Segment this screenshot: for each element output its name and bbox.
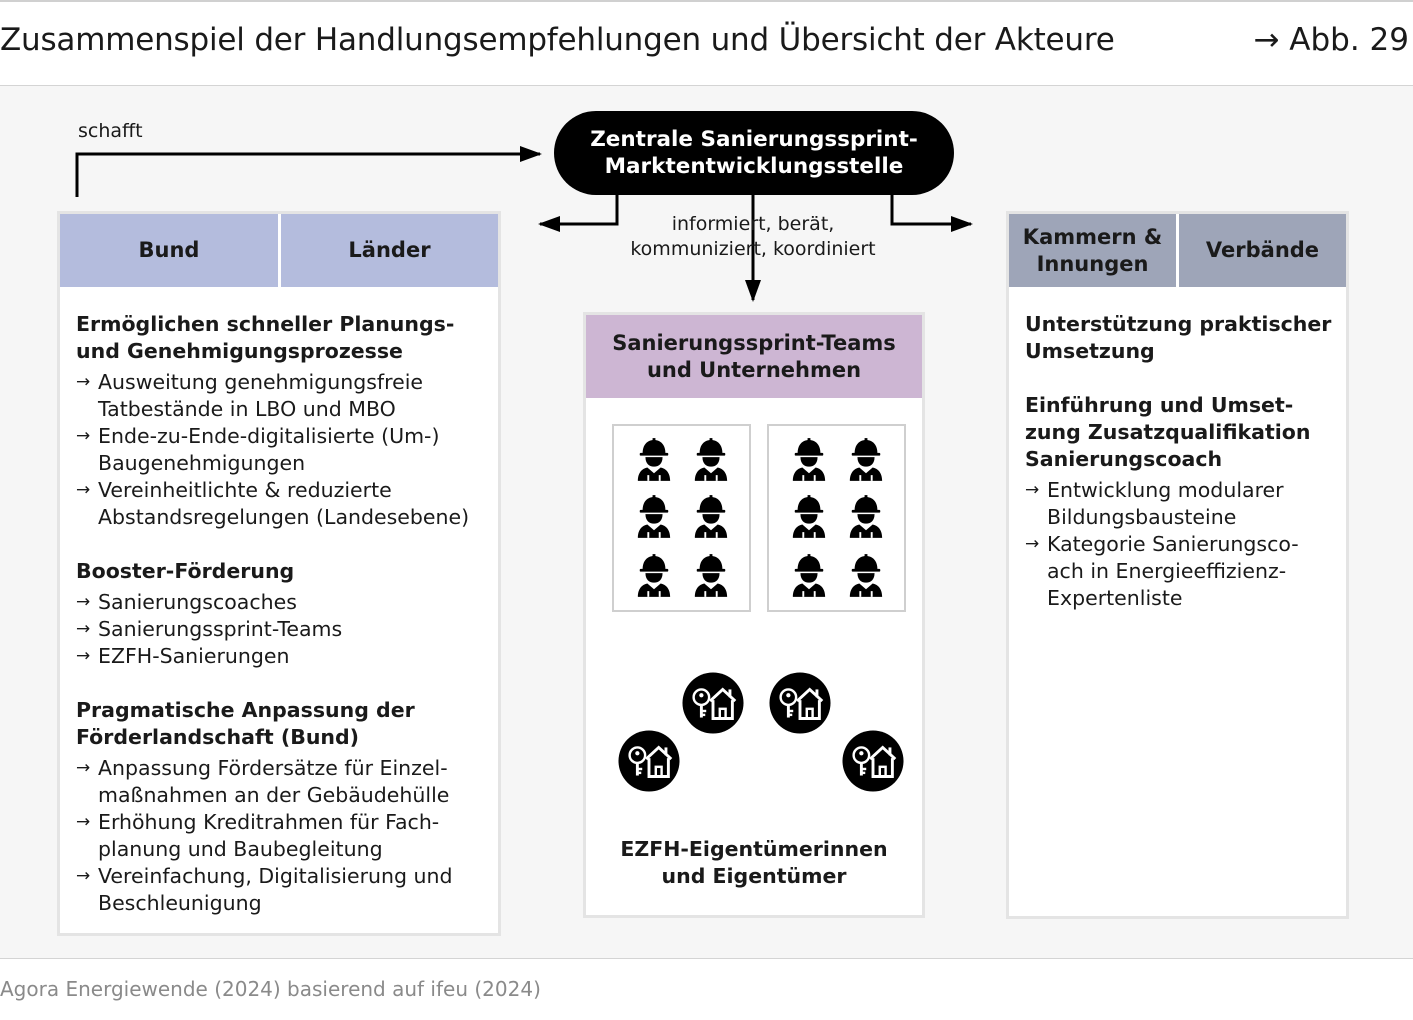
section-title: Einführung und Umset-zung Zusatzqualifik…: [1025, 393, 1311, 471]
top-rule: [0, 0, 1413, 2]
central-office-node: Zentrale Sanierungssprint- Marktentwickl…: [554, 111, 954, 195]
header-laender: Länder: [281, 214, 498, 287]
construction-worker-icon: [693, 553, 729, 597]
construction-worker-icon: [636, 494, 672, 538]
header-bund: Bund: [60, 214, 278, 287]
section-title: Booster-Förderung: [76, 559, 295, 583]
teams-box: [583, 312, 925, 918]
house-key-icon: [682, 672, 744, 734]
list-item: Sanierungscoaches: [76, 589, 486, 616]
team-group-1: [612, 424, 751, 612]
header-verbaende: Verbände: [1179, 214, 1346, 287]
source-note: Agora Energiewende (2024) basierend auf …: [0, 977, 541, 1001]
list-item: Sanierungssprint-Teams: [76, 616, 486, 643]
construction-worker-icon: [848, 494, 884, 538]
list-item: Ende-zu-Ende-digitalisierte (Um-)Baugene…: [76, 423, 486, 477]
arrow-to-left: [538, 195, 619, 232]
house-key-icon: [769, 672, 831, 734]
list-item: Vereinheitlichte & reduzierteAbstandsreg…: [76, 477, 486, 531]
header-kammern: Kammern & Innungen: [1009, 214, 1176, 287]
construction-worker-icon: [693, 437, 729, 481]
construction-worker-icon: [636, 437, 672, 481]
arrow-to-right: [890, 195, 973, 232]
list-item: Vereinfachung, Digitalisierung undBeschl…: [76, 863, 486, 917]
construction-worker-icon: [791, 553, 827, 597]
team-group-2: [767, 424, 906, 612]
house-key-icon: [842, 730, 904, 792]
creates-arrow: [75, 146, 542, 197]
page-title: Zusammenspiel der Handlungsempfehlungen …: [0, 22, 1115, 58]
construction-worker-icon: [848, 553, 884, 597]
list-item: Ausweitung genehmigungsfreieTatbestände …: [76, 369, 486, 423]
list-item: Kategorie Sanierungsco-ach in Energieeff…: [1025, 531, 1335, 612]
construction-worker-icon: [636, 553, 672, 597]
list-item: Anpassung Fördersätze für Einzel-maßnahm…: [76, 755, 486, 809]
house-key-icon: [618, 730, 680, 792]
construction-worker-icon: [791, 494, 827, 538]
bund-laender-content: Ermöglichen schneller Planungs-und Geneh…: [76, 311, 486, 917]
figure-reference: → Abb. 29: [1253, 22, 1409, 58]
header-teams: Sanierungssprint-Teams und Unternehmen: [586, 315, 922, 398]
construction-worker-icon: [848, 437, 884, 481]
owners-label: EZFH-Eigentümerinnen und Eigentümer: [620, 837, 888, 888]
informs-label: informiert, berät, kommuniziert, koordin…: [630, 213, 876, 260]
creates-label: schafft: [78, 120, 143, 142]
list-item: EZFH-Sanierungen: [76, 643, 486, 670]
construction-worker-icon: [693, 494, 729, 538]
construction-worker-icon: [791, 437, 827, 481]
section-title: Ermöglichen schneller Planungs-und Geneh…: [76, 312, 455, 363]
list-item: Erhöhung Kreditrahmen für Fach-planung u…: [76, 809, 486, 863]
